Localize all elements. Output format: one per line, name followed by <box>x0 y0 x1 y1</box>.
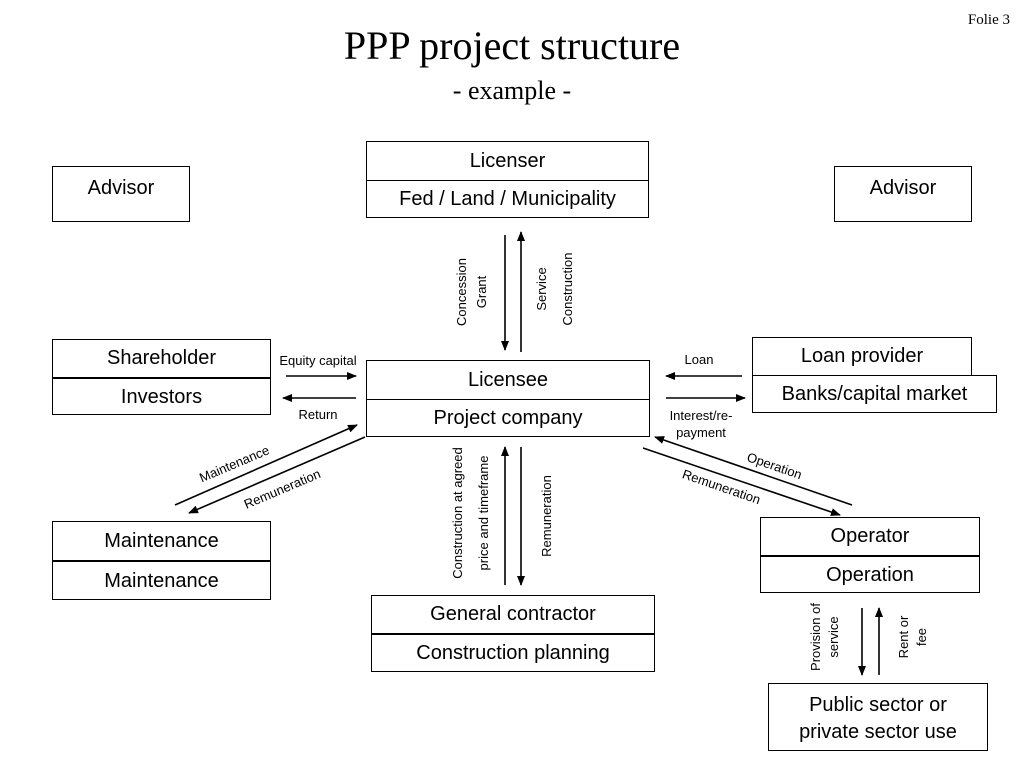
interest-label: Interest/re- <box>670 408 733 423</box>
public-use-line1: Public sector or <box>809 694 947 716</box>
general-contractor-subtitle: Construction planning <box>372 634 654 672</box>
licensee-subtitle: Project company <box>433 407 583 429</box>
shareholder-box: Shareholder Investors <box>52 339 271 415</box>
service-label: Service <box>534 267 549 310</box>
advisor-left-box: Advisor <box>52 166 190 222</box>
operator-title: Operator <box>761 518 979 556</box>
loan-provider-title: Loan provider <box>800 345 924 367</box>
construction-agreed-label: Construction at agreed <box>450 447 465 579</box>
remuneration-right-label: Remuneration <box>680 466 762 507</box>
equity-capital-label: Equity capital <box>279 353 356 368</box>
operator-box: Operator Operation <box>760 517 980 593</box>
public-use-box: Public sector or private sector use <box>768 683 988 751</box>
public-use-line2: private sector use <box>799 721 957 743</box>
operation-arrow <box>654 436 853 506</box>
maintenance-title: Maintenance <box>53 522 270 561</box>
page-title: PPP project structure <box>343 23 681 68</box>
general-contractor-title: General contractor <box>372 596 654 634</box>
advisor-right-label: Advisor <box>869 177 937 199</box>
maintenance-arrow <box>174 424 358 506</box>
remuneration-right-arrow <box>642 447 841 516</box>
banks-box: Banks/capital market <box>752 375 997 413</box>
loan-provider-box: Loan provider <box>752 337 972 376</box>
repayment-label: payment <box>676 425 726 440</box>
licensee-title: Licensee <box>367 361 649 400</box>
maintenance-subtitle: Maintenance <box>53 561 270 600</box>
maintenance-box: Maintenance Maintenance <box>52 521 271 600</box>
price-timeframe-label: price and timeframe <box>476 456 491 571</box>
shareholder-subtitle: Investors <box>53 378 270 416</box>
fee-label: fee <box>914 628 929 646</box>
concession-label: Concession <box>454 258 469 326</box>
remuneration-left-arrow <box>188 436 366 514</box>
service-provision-label: service <box>826 616 841 657</box>
licenser-box: Licenser Fed / Land / Municipality <box>366 141 649 218</box>
advisor-right-box: Advisor <box>834 166 972 222</box>
licenser-title: Licenser <box>367 142 648 181</box>
general-contractor-box: General contractor Construction planning <box>371 595 655 672</box>
construction-service-label: Construction <box>560 253 575 326</box>
advisor-left-label: Advisor <box>87 177 155 199</box>
loan-provider-subtitle: Banks/capital market <box>781 382 968 405</box>
slide-number: Folie 3 <box>967 12 1010 28</box>
remuneration-center-label: Remuneration <box>539 475 554 557</box>
page-subtitle: - example - <box>452 76 572 105</box>
loan-label: Loan <box>685 352 714 367</box>
rent-label: Rent or <box>896 615 911 658</box>
operator-subtitle: Operation <box>761 556 979 593</box>
shareholder-title: Shareholder <box>53 340 270 378</box>
grant-label: Grant <box>474 275 489 308</box>
provision-label: Provision of <box>808 603 823 671</box>
return-label: Return <box>298 407 337 422</box>
licensee-box: Licensee Project company <box>366 360 650 437</box>
operation-flow-label: Operation <box>745 449 804 482</box>
licenser-subtitle: Fed / Land / Municipality <box>399 188 616 210</box>
